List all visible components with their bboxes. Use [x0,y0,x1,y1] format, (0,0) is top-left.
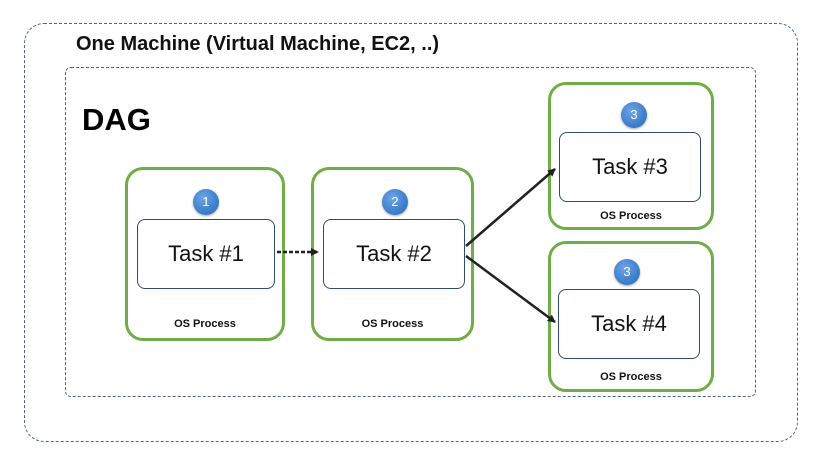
os-process-label-3: OS Process [600,210,662,222]
os-process-1: 1 Task #1 OS Process [125,167,285,341]
os-process-4: 3 Task #4 OS Process [548,241,714,392]
dag-container [65,67,756,397]
os-process-label-2: OS Process [361,318,424,330]
step-badge-2: 2 [382,189,408,215]
arrow-task2-to-task4 [465,254,556,324]
arrow-task2-to-task3 [465,168,556,247]
step-badge-3: 3 [621,102,647,128]
os-process-label-4: OS Process [600,371,662,383]
task-box-3: Task #3 [559,132,701,202]
machine-title: One Machine (Virtual Machine, EC2, ..) [76,33,440,55]
step-badge-1: 1 [193,189,219,215]
machine-container [24,23,798,442]
task-box-1: Task #1 [137,219,275,289]
step-badge-4: 3 [614,259,640,285]
os-process-label-1: OS Process [174,318,236,330]
dag-title: DAG [82,102,151,137]
os-process-3: 3 Task #3 OS Process [548,82,714,230]
task-box-2: Task #2 [323,219,465,289]
task-box-4: Task #4 [558,289,700,359]
os-process-2: 2 Task #2 OS Process [311,167,474,341]
